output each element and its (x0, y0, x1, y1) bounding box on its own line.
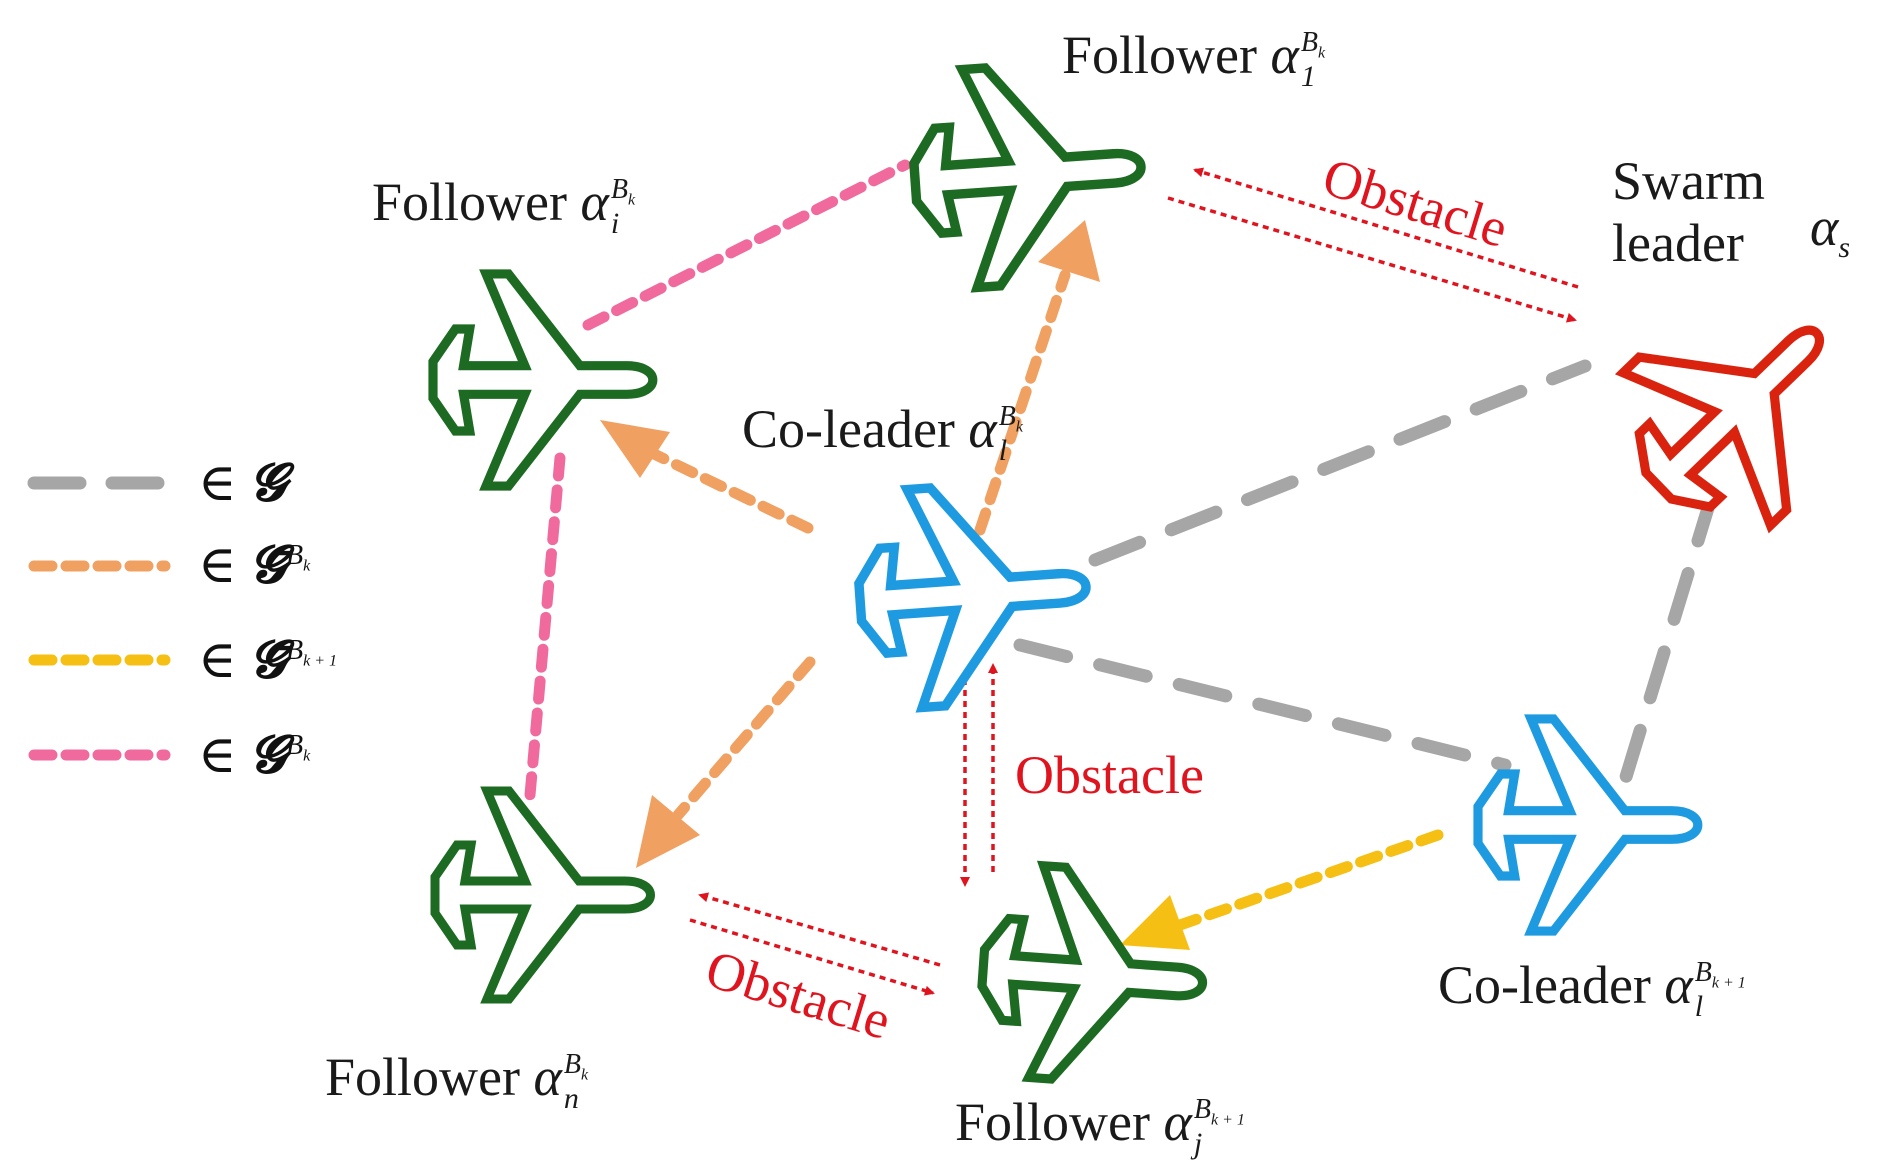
label-follower-1-sub: 1 (1300, 59, 1316, 93)
legend-item-G-Bk: ∈ 𝓖Bk (198, 730, 310, 782)
legend-item-Gbar-Bk1-member: ∈ (198, 632, 237, 689)
label-follower-n-word: Follower (325, 1047, 520, 1107)
obstacle-fj-fn-a (698, 892, 941, 967)
legend-item-G-Bk-set: 𝓖 (249, 727, 287, 784)
label-co-leader-k1-sup: B (1694, 957, 1712, 989)
edges-G-Bk (524, 159, 911, 801)
label-follower-n-sup: B (563, 1049, 581, 1081)
edges-Gbar-Bk1 (1120, 829, 1444, 950)
legend-item-Gbar-Bk1: ∈ 𝓖̄Bk + 1 (198, 635, 337, 687)
edge-cl-fi (644, 446, 814, 534)
label-follower-j-sub: j (1193, 1126, 1203, 1160)
edge-coleader-coleader2 (1013, 638, 1512, 772)
obstacle-f1-swarm-b (1167, 196, 1577, 323)
plane-follower-1 (908, 58, 1149, 292)
plane-follower-n (435, 791, 651, 999)
label-co-leader-k1-word: Co-leader (1438, 955, 1651, 1015)
label-follower-j-supsub: k + 1 (1210, 1111, 1245, 1129)
label-follower-1-supsub: k (1317, 44, 1326, 62)
legend-item-Gbar-Bk1-sup: B (286, 634, 304, 666)
legend-item-Gbar-Bk-member: ∈ (198, 537, 237, 594)
label-co-leader-k1-symbol: α (1664, 955, 1693, 1015)
label-co-leader-k-sub: l (998, 433, 1008, 467)
label-swarm-leader-word1: Swarm (1612, 151, 1765, 211)
label-co-leader-k-symbol: α (968, 399, 997, 459)
legend-item-Gbar-Bk1-set: 𝓖̄ (249, 632, 287, 689)
plane-co-leader-k (853, 478, 1094, 712)
edge-fi-fn (524, 452, 566, 801)
arrowhead-to-fj (1120, 895, 1190, 950)
arrowhead-to-fi (600, 420, 670, 478)
arrowheads-Gbar-Bk (600, 220, 1100, 868)
label-co-leader-k-word: Co-leader (742, 399, 955, 459)
label-follower-i-symbol: α (580, 172, 609, 232)
label-co-leader-k1-sub: l (1694, 989, 1704, 1023)
legend-item-Gbar-Bk-supsub: k (303, 557, 311, 575)
edge-cl-fn (672, 656, 816, 821)
legend-item-Gbar-Bk: ∈ 𝓖̄Bk (198, 540, 310, 592)
label-follower-i-supsub: k (627, 191, 636, 209)
label-follower-n-symbol: α (533, 1047, 562, 1107)
label-follower-j-symbol: α (1163, 1092, 1192, 1152)
label-co-leader-k-supsub: k (1015, 418, 1023, 436)
edges-Gbar-Bk (644, 269, 1071, 821)
swarm-leader-alpha: α (1810, 197, 1839, 257)
legend-item-G-set: 𝓖 (249, 455, 287, 512)
edge-swarm-coleader2 (1615, 488, 1719, 797)
label-follower-1-word: Follower (1062, 25, 1257, 85)
legend-item-G-Bk-sup: B (286, 729, 304, 761)
label-follower-n-supsub: k (580, 1066, 589, 1084)
label-follower-n-sub: n (563, 1081, 579, 1115)
edge-cl2-fj (1174, 829, 1444, 931)
plane-follower-j (976, 862, 1210, 1089)
label-follower-1-symbol: α (1270, 25, 1299, 85)
legend-item-G-Bk-member: ∈ (198, 727, 237, 784)
arrowhead-to-f1 (1038, 220, 1100, 282)
label-follower-j-sup: B (1193, 1094, 1211, 1126)
edge-coleader-swarm (1088, 359, 1592, 567)
label-co-leader-k-sup: B (998, 401, 1016, 433)
legend-item-Gbar-Bk1-supsub: k + 1 (303, 652, 338, 670)
edge-fi-f1 (582, 159, 911, 331)
legend-item-G-Bk-supsub: k (303, 747, 311, 765)
label-follower-1-sup: B (1300, 27, 1318, 59)
legend-lines (27, 476, 172, 761)
swarm-leader-sub: s (1838, 230, 1851, 264)
obstacle-arrows (689, 167, 1579, 996)
label-co-leader-k1-supsub: k + 1 (1711, 974, 1746, 992)
obstacle-label-middle: Obstacle (1015, 745, 1204, 805)
obstacle-fj-fn-b (689, 918, 935, 996)
label-follower-j-word: Follower (955, 1092, 1150, 1152)
edge-cl-f1 (974, 269, 1071, 536)
legend-item-Gbar-Bk-sup: B (286, 539, 304, 571)
legend-item-G-member: ∈ (198, 455, 237, 512)
label-follower-i-sub: i (610, 206, 620, 240)
label-swarm-leader-word2: leader (1612, 213, 1744, 274)
legend-item-G: ∈ 𝓖 (198, 458, 286, 510)
label-follower-i-word: Follower (372, 172, 567, 232)
plane-swarm-leader (1585, 257, 1890, 562)
obstacle-f1-swarm-a (1193, 167, 1579, 289)
arrowhead-to-fn (636, 795, 700, 868)
label-swarm-leader: Swarm leader (1612, 150, 1765, 274)
plane-co-leader-k1 (1478, 719, 1698, 931)
label-follower-i-sup: B (610, 174, 628, 206)
edges-G (1013, 359, 1719, 797)
legend-item-Gbar-Bk-set: 𝓖̄ (249, 537, 287, 594)
label-swarm-leader-symbol: αs (1810, 200, 1850, 263)
